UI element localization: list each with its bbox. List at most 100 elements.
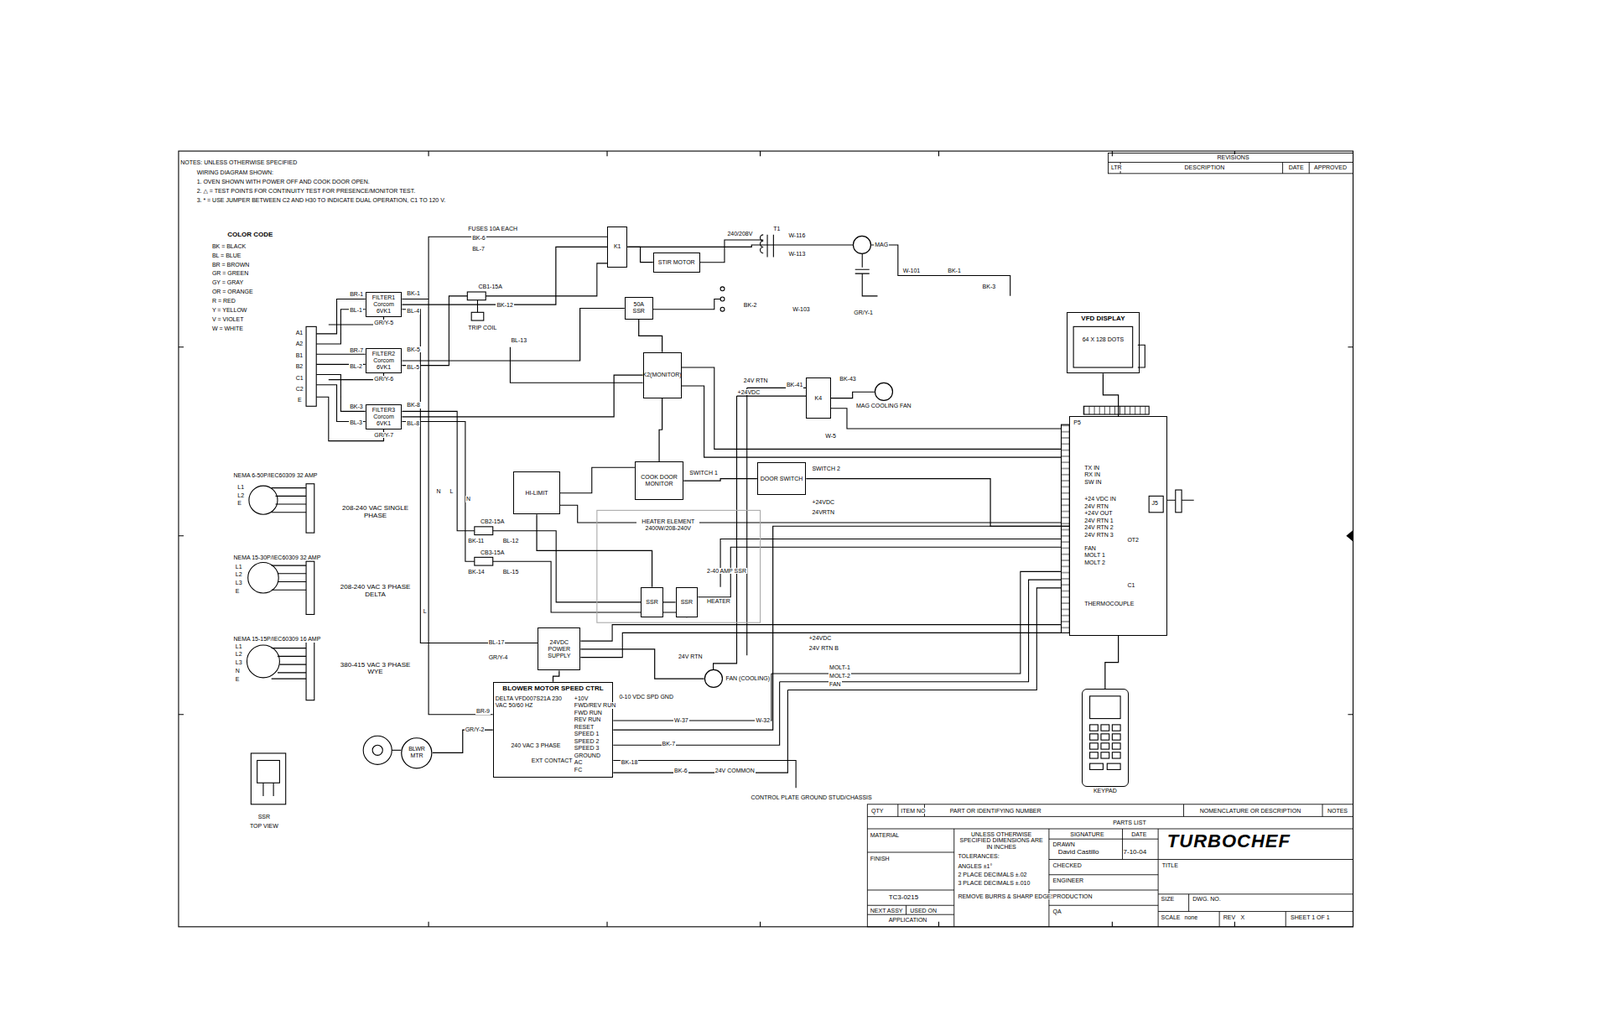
wire-label: L	[422, 607, 428, 615]
revision-table	[1107, 161, 1353, 173]
wire-label: BK-3	[348, 403, 364, 411]
power-supply-box: 24VDC POWER SUPPLY	[537, 627, 581, 671]
wire-label: GR/Y-6	[373, 375, 395, 383]
node-title: COOK DOOR MONITOR	[637, 473, 681, 488]
node-title: K2(MONITOR)	[643, 371, 682, 379]
control-electronics	[1106, 763, 1121, 769]
wire-connector	[432, 729, 494, 753]
wire-label: BL-15	[502, 568, 520, 576]
control-electronics	[1175, 489, 1182, 513]
title-block-text: SCALE	[1160, 914, 1182, 921]
color-code-entry: OR = ORANGE	[211, 288, 255, 296]
supply-label: E	[236, 499, 243, 507]
node-caption: BLWR MTR	[400, 737, 433, 769]
wire-label: 24V RTN	[677, 653, 704, 660]
wire-label: 24V RTN 2	[1083, 524, 1115, 531]
wire-label: GR/Y-5	[373, 319, 395, 327]
title-block-text: none	[1184, 914, 1200, 921]
note-text: NOTES: UNLESS OTHERWISE SPECIFIED	[179, 159, 298, 167]
color-code-entry: R = RED	[211, 297, 237, 305]
supply-label: N	[234, 667, 241, 675]
wire-label: BR-7	[348, 347, 364, 354]
node-title: FILTER3	[372, 406, 396, 414]
blower-wheel	[372, 744, 383, 755]
blower-wheel	[363, 735, 401, 764]
wiring	[697, 538, 1061, 597]
wiring	[580, 624, 1061, 658]
wire-label: BK-43	[838, 375, 857, 383]
node-caption: MAG COOLING FAN	[855, 402, 913, 410]
wire-connector	[612, 525, 1070, 730]
supply-label: B2	[295, 363, 305, 370]
wire-label: +24VDC	[810, 498, 836, 506]
control-electronics	[1090, 733, 1099, 740]
supply-label: L2	[236, 492, 245, 499]
title-block-text: TOLERANCES:	[956, 852, 1000, 860]
control-electronics	[1101, 752, 1110, 759]
title-block-text: ANGLES ±1°	[956, 862, 993, 870]
filter-box: FILTER2Corcom 6VK1	[365, 348, 403, 374]
supply-label: NEMA 15-30P/IEC60309 32 AMP	[232, 554, 322, 562]
wire-label: FWD/REV RUN	[573, 701, 617, 709]
node-title: MAG COOLING FAN	[855, 402, 913, 410]
supply-label: L3	[234, 579, 244, 587]
wire-label: TRIP COIL	[467, 324, 498, 332]
title-block-text: ENGINEER	[1052, 877, 1086, 884]
color-code-entry: Y = YELLOW	[211, 306, 249, 314]
wire-label: W-101	[902, 267, 922, 275]
title-block-text: REMOVE BURRS & SHARP EDGES	[956, 893, 1056, 900]
wire-label: OT2	[1126, 536, 1140, 544]
wiring	[401, 263, 608, 366]
relay-box: K4	[805, 377, 831, 419]
wire-label: BK-18	[620, 758, 639, 766]
node-title: FILTER1	[372, 294, 396, 302]
wire-label: +24V OUT	[1083, 509, 1113, 517]
wire-label: TOP VIEW	[249, 822, 280, 830]
control-electronics	[1101, 733, 1110, 740]
wire-connector	[683, 478, 758, 481]
wire-label: BR-9	[475, 707, 491, 715]
supply-label: E	[234, 587, 241, 595]
ssr-box: SSR	[640, 587, 664, 619]
wire-label: BR-1	[348, 290, 364, 298]
wire-label: CB2-15A	[479, 518, 505, 525]
wiring	[713, 387, 807, 670]
note-text: 3. * = USE JUMPER BETWEEN C2 AND H30 TO …	[196, 197, 447, 204]
supply-label: C2	[295, 385, 305, 393]
motor-symbol: BLWR MTR	[400, 737, 433, 769]
wiring	[831, 408, 1062, 429]
wiring	[401, 410, 686, 618]
blower-wheel	[391, 749, 401, 751]
wiring	[306, 234, 1061, 788]
node-text: Corcom 6VK1	[368, 413, 400, 427]
wire-label: BK-2	[742, 301, 759, 309]
supply-plugs	[271, 565, 307, 590]
node-caption: FAN (COOLING)	[725, 675, 772, 682]
node-title: MAG	[873, 241, 889, 249]
title-block-text: REV	[1222, 914, 1237, 921]
wire-connector	[638, 319, 663, 353]
wire-label: BL-2	[348, 363, 364, 370]
title-block-text: PRODUCTION	[1052, 893, 1094, 900]
title-block	[867, 804, 1353, 927]
wire-connector	[1102, 373, 1118, 416]
title-block-text: QA	[1052, 908, 1063, 915]
wire-label: +24VDC	[737, 389, 762, 396]
node-text: DELTA VFD007S21A 230 VAC 50/60 HZ	[495, 695, 563, 709]
title-block-text: DWG. NO.	[1191, 895, 1221, 903]
supply-label: A1	[295, 329, 305, 337]
wire-connector	[580, 649, 704, 679]
control-electronics	[1083, 405, 1149, 415]
title-block-text: PARTS LIST	[1111, 819, 1147, 826]
wire-label: BL-12	[502, 537, 520, 545]
revision-header: REVISIONS	[1215, 154, 1250, 162]
wire-label: 24V RTN 1	[1083, 517, 1115, 525]
wiring	[720, 286, 725, 291]
keypad: KEYPAD	[1081, 688, 1129, 787]
revision-header: APPROVED	[1313, 164, 1348, 172]
node-title: VFD DISPLAY	[1080, 314, 1125, 323]
control-electronics	[1090, 696, 1122, 719]
wire-label: THERMOCOUPLE	[1083, 600, 1135, 608]
